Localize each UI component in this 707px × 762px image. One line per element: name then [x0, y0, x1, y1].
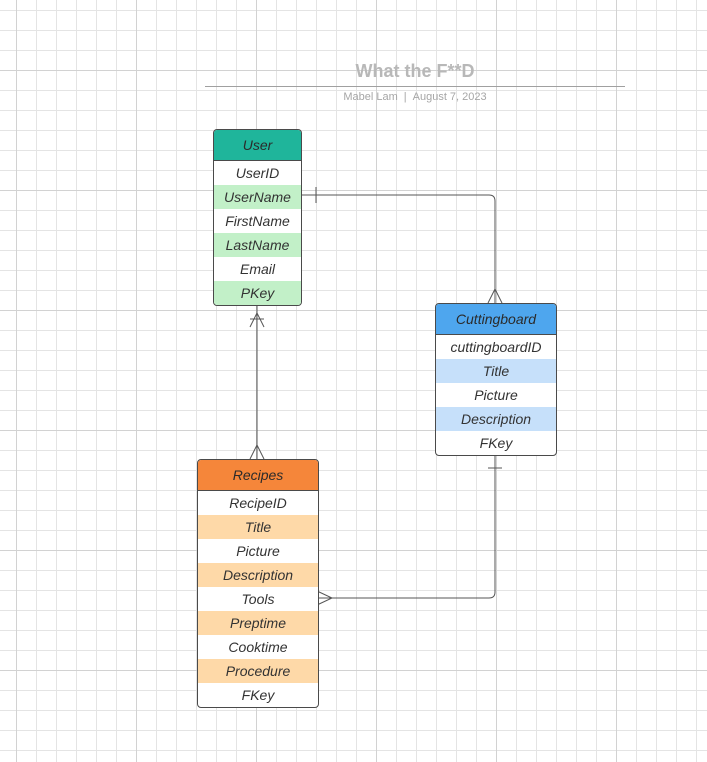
diagram-subtitle: Mabel Lam | August 7, 2023	[205, 91, 625, 103]
field-user-email[interactable]: Email	[239, 261, 275, 277]
diagram-date: August 7, 2023	[412, 91, 487, 103]
connector-cuttingboard-recipes[interactable]	[317, 453, 496, 599]
field-recipes-preptime[interactable]: Preptime	[198, 611, 318, 635]
crowfoot-marker-cuttingboard-side	[487, 287, 503, 304]
entity-recipes-header[interactable]: Recipes	[198, 460, 318, 491]
subtitle-separator: |	[403, 91, 407, 103]
field-user-pkey[interactable]: PKey	[214, 281, 301, 305]
field-user-lastname[interactable]: LastName	[214, 233, 301, 257]
field-cuttingboard-description[interactable]: Description	[436, 407, 556, 431]
field-recipes-recipeid[interactable]: RecipeID	[229, 495, 287, 511]
field-recipes-fkey[interactable]: FKey	[241, 687, 275, 703]
entity-cuttingboard[interactable]: Cuttingboard cuttingboardID Title Pictur…	[435, 303, 557, 456]
crowfoot-marker-recipes-side	[316, 590, 334, 606]
field-recipes-title[interactable]: Title	[198, 515, 318, 539]
field-recipes-description[interactable]: Description	[198, 563, 318, 587]
entity-cuttingboard-header[interactable]: Cuttingboard	[436, 304, 556, 335]
field-user-username[interactable]: UserName	[214, 185, 301, 209]
field-recipes-tools[interactable]: Tools	[241, 591, 275, 607]
title-underline	[205, 86, 625, 87]
entity-user[interactable]: User UserID UserName FirstName LastName …	[213, 129, 302, 306]
field-user-userid[interactable]: UserID	[235, 165, 280, 181]
entity-recipes[interactable]: Recipes RecipeID Title Picture Descripti…	[197, 459, 319, 708]
entity-user-header[interactable]: User	[214, 130, 301, 161]
field-cuttingboard-title[interactable]: Title	[436, 359, 556, 383]
field-user-firstname[interactable]: FirstName	[225, 213, 290, 229]
crowfoot-marker-recipes-top	[249, 443, 265, 460]
field-cuttingboard-fkey[interactable]: FKey	[479, 435, 513, 451]
field-recipes-picture[interactable]: Picture	[236, 543, 280, 559]
field-recipes-cooktime[interactable]: Cooktime	[228, 639, 288, 655]
diagram-title: What the F**D	[355, 61, 475, 81]
author-name: Mabel Lam	[343, 91, 398, 103]
field-cuttingboard-picture[interactable]: Picture	[474, 387, 518, 403]
field-cuttingboard-id[interactable]: cuttingboardID	[450, 339, 542, 355]
connector-user-cuttingboard[interactable]	[300, 194, 496, 303]
crowfoot-marker-user-side	[249, 311, 265, 328]
field-recipes-procedure[interactable]: Procedure	[198, 659, 318, 683]
